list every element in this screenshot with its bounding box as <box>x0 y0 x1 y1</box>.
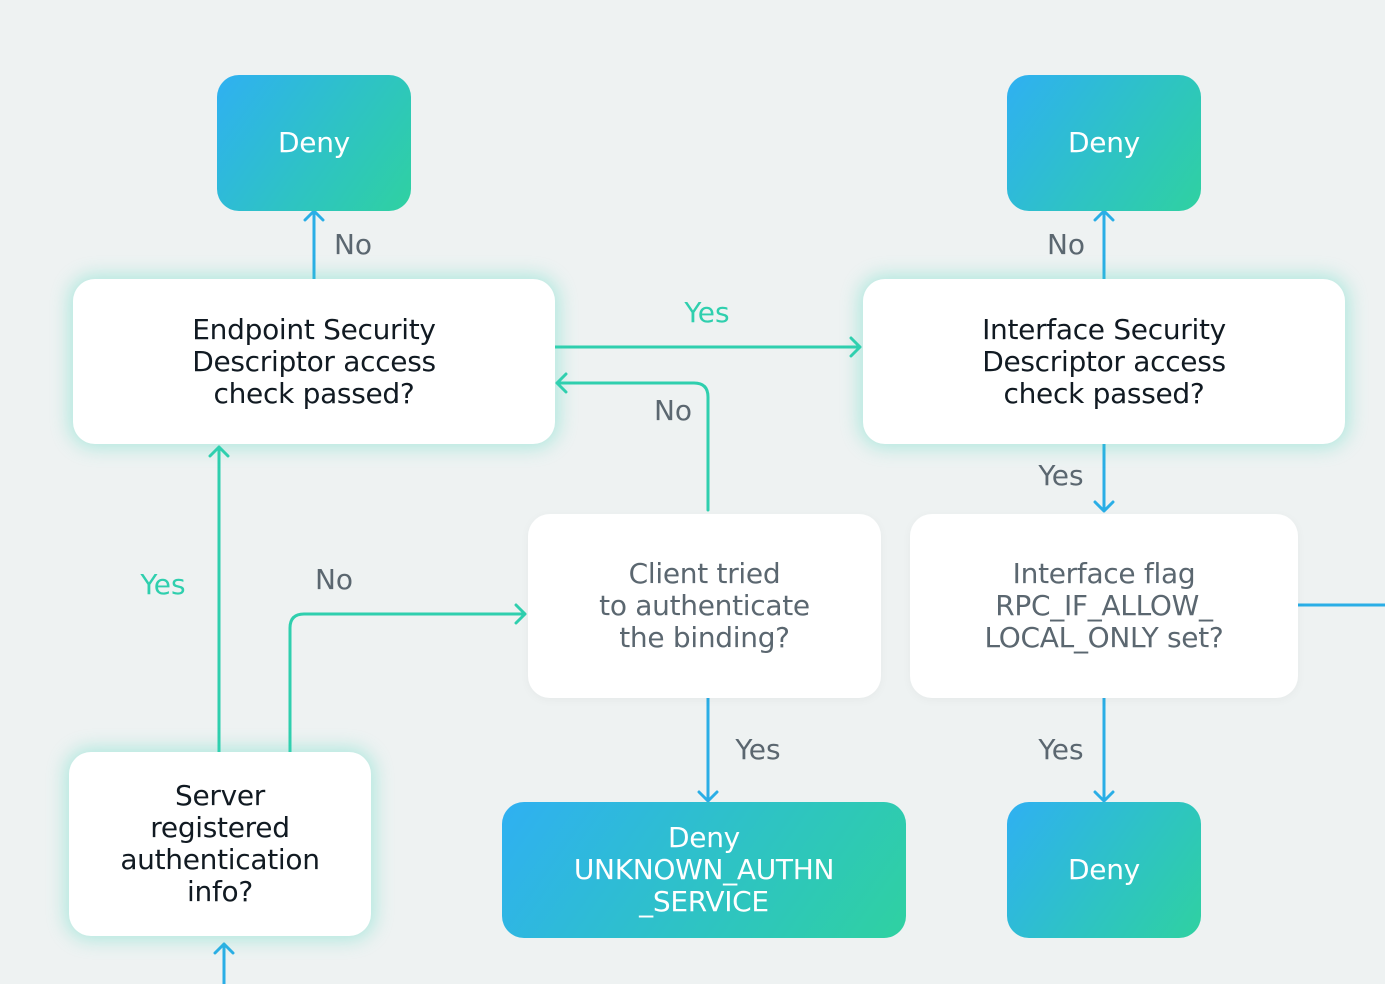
arrow-server-no <box>288 603 527 754</box>
label-flag-yes: Yes <box>1038 733 1084 766</box>
label-client-yes: Yes <box>735 733 781 766</box>
arrow-interface-no <box>1093 209 1115 281</box>
interface-check-node: Interface Security Descriptor access che… <box>863 279 1345 444</box>
arrow-server-yes <box>208 445 230 754</box>
endpoint-check-label: Endpoint Security Descriptor access chec… <box>192 312 436 410</box>
label-server-no: No <box>314 563 354 596</box>
arrow-interface-yes <box>1093 442 1115 513</box>
label-endpoint-yes: Yes <box>684 296 730 329</box>
server-registered-node: Server registered authentication info? <box>69 752 371 936</box>
deny-node-top-left-label: Deny <box>278 126 350 159</box>
interface-flag-label: Interface flag RPC_IF_ALLOW_ LOCAL_ONLY … <box>984 557 1224 654</box>
deny-unknown-label: Deny UNKNOWN_AUTHN _SERVICE <box>573 821 835 918</box>
deny-node-top-left: Deny <box>217 75 411 211</box>
label-server-yes: Yes <box>140 568 186 601</box>
label-interface-no: No <box>1046 228 1086 261</box>
server-registered-label: Server registered authentication info? <box>120 779 320 908</box>
arrow-client-no <box>555 372 710 512</box>
arrow-incoming-bottom <box>213 942 235 984</box>
deny-node-bottom-right-label: Deny <box>1068 853 1140 886</box>
deny-unknown-node: Deny UNKNOWN_AUTHN _SERVICE <box>502 802 906 938</box>
label-endpoint-no: No <box>333 228 373 261</box>
endpoint-check-node: Endpoint Security Descriptor access chec… <box>73 279 555 444</box>
client-tried-node: Client tried to authenticate the binding… <box>528 514 881 698</box>
deny-node-bottom-right: Deny <box>1007 802 1201 938</box>
arrow-endpoint-yes <box>553 336 862 358</box>
client-tried-label: Client tried to authenticate the binding… <box>599 557 810 654</box>
label-client-no: No <box>653 394 693 427</box>
arrow-flag-yes <box>1093 696 1115 803</box>
deny-node-top-right-label: Deny <box>1068 126 1140 159</box>
interface-check-label: Interface Security Descriptor access che… <box>982 312 1226 410</box>
arrow-client-yes <box>697 696 719 803</box>
label-interface-yes: Yes <box>1038 459 1084 492</box>
deny-node-top-right: Deny <box>1007 75 1201 211</box>
arrow-endpoint-no <box>303 209 325 281</box>
interface-flag-node: Interface flag RPC_IF_ALLOW_ LOCAL_ONLY … <box>910 514 1298 698</box>
